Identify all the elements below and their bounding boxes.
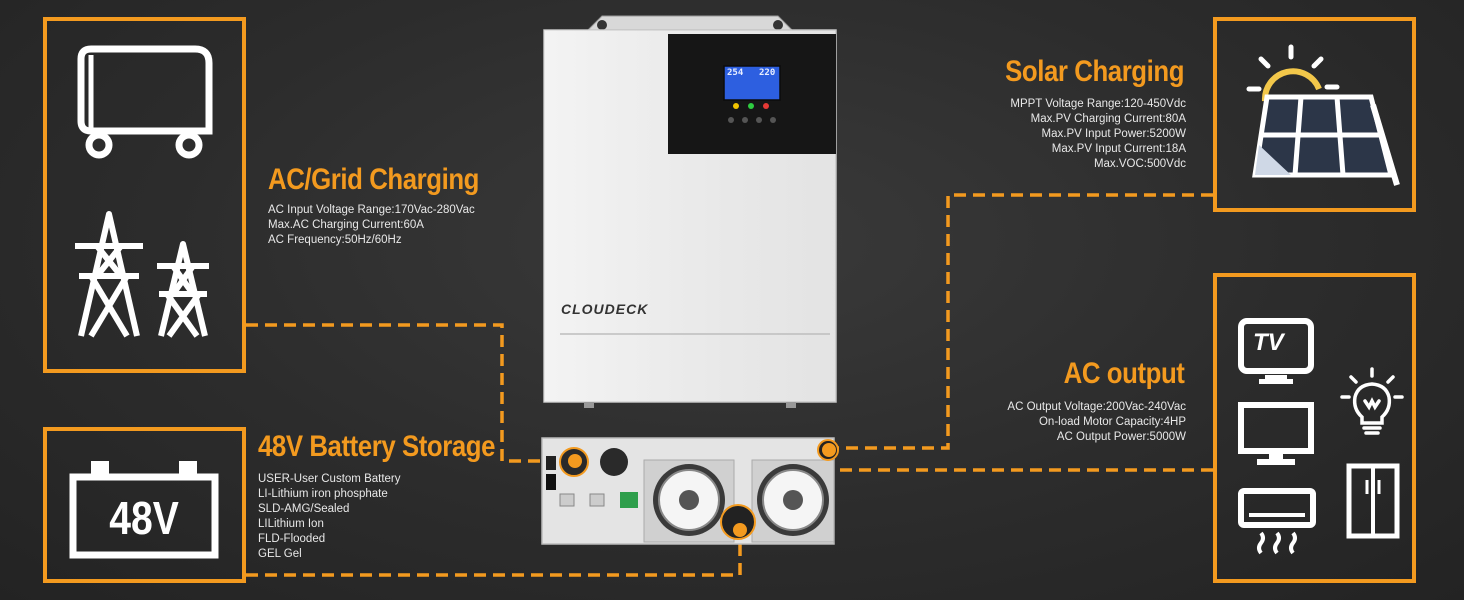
spec-line: SLD-AMG/Sealed [258,503,350,515]
light-bulb-icon [1340,367,1404,435]
battery-title: 48V Battery Storage [258,430,496,463]
battery-icon [69,461,219,559]
spec-line: Max.AC Charging Current:60A [268,219,424,231]
ac-output-specs: AC Output Voltage:200Vac-240Vac On-load … [1007,400,1186,445]
battery-icon-box: 48V [43,427,246,583]
spec-line: AC Input Voltage Range:170Vac-280Vac [268,204,475,216]
monitor-icon [1238,402,1314,465]
air-conditioner-icon [1238,488,1316,555]
spec-line: MPPT Voltage Range:120-450Vdc [1010,98,1186,110]
grid-connection-line [246,323,575,463]
ac-grid-specs: AC Input Voltage Range:170Vac-280Vac Max… [268,203,475,248]
ac-grid-title: AC/Grid Charging [268,163,479,196]
inverter-bottom [541,437,839,545]
ac-output-icon-box: TV [1213,273,1416,583]
tv-label: TV [1253,329,1284,356]
spec-line: Max.PV Input Power:5200W [1041,128,1186,140]
refrigerator-icon [1346,463,1400,539]
spec-line: On-load Motor Capacity:4HP [1038,416,1186,428]
inverter-front [543,15,837,408]
solar-specs: MPPT Voltage Range:120-450Vdc Max.PV Cha… [1010,97,1186,172]
spec-line: AC Output Power:5000W [1056,431,1186,443]
battery-connection-line [246,530,742,577]
spec-line: GEL Gel [258,548,302,560]
spec-line: LI-Lithium iron phosphate [258,488,388,500]
battery-voltage-label: 48V [109,492,179,544]
spec-line: USER-User Custom Battery [258,473,401,485]
spec-line: Max.PV Input Current:18A [1051,143,1186,155]
spec-line: FLD-Flooded [258,533,326,545]
spec-line: AC Output Voltage:200Vac-240Vac [1007,401,1186,413]
spec-line: Max.PV Charging Current:80A [1030,113,1186,125]
solar-connection-line [832,193,1213,450]
inverter-lcd-right: 220 [759,68,776,78]
tv-icon [1238,318,1314,384]
spec-line: LILithium Ion [258,518,324,530]
brand-logo: CLOUDECK [561,301,649,317]
inverter-lcd-left: 254 [727,68,744,78]
power-tower-icon [75,211,209,338]
solar-title: Solar Charging [1005,55,1184,88]
spec-line: AC Frequency:50Hz/60Hz [268,234,402,246]
solar-icon-box [1213,17,1416,212]
battery-specs: USER-User Custom Battery LI-Lithium iron… [258,472,401,562]
generator-icon [77,45,213,159]
ac-output-title: AC output [1063,357,1184,390]
solar-panel-icon [1246,44,1400,186]
spec-line: Max.VOC:500Vdc [1093,158,1186,170]
ac-grid-icon-box [43,17,246,373]
